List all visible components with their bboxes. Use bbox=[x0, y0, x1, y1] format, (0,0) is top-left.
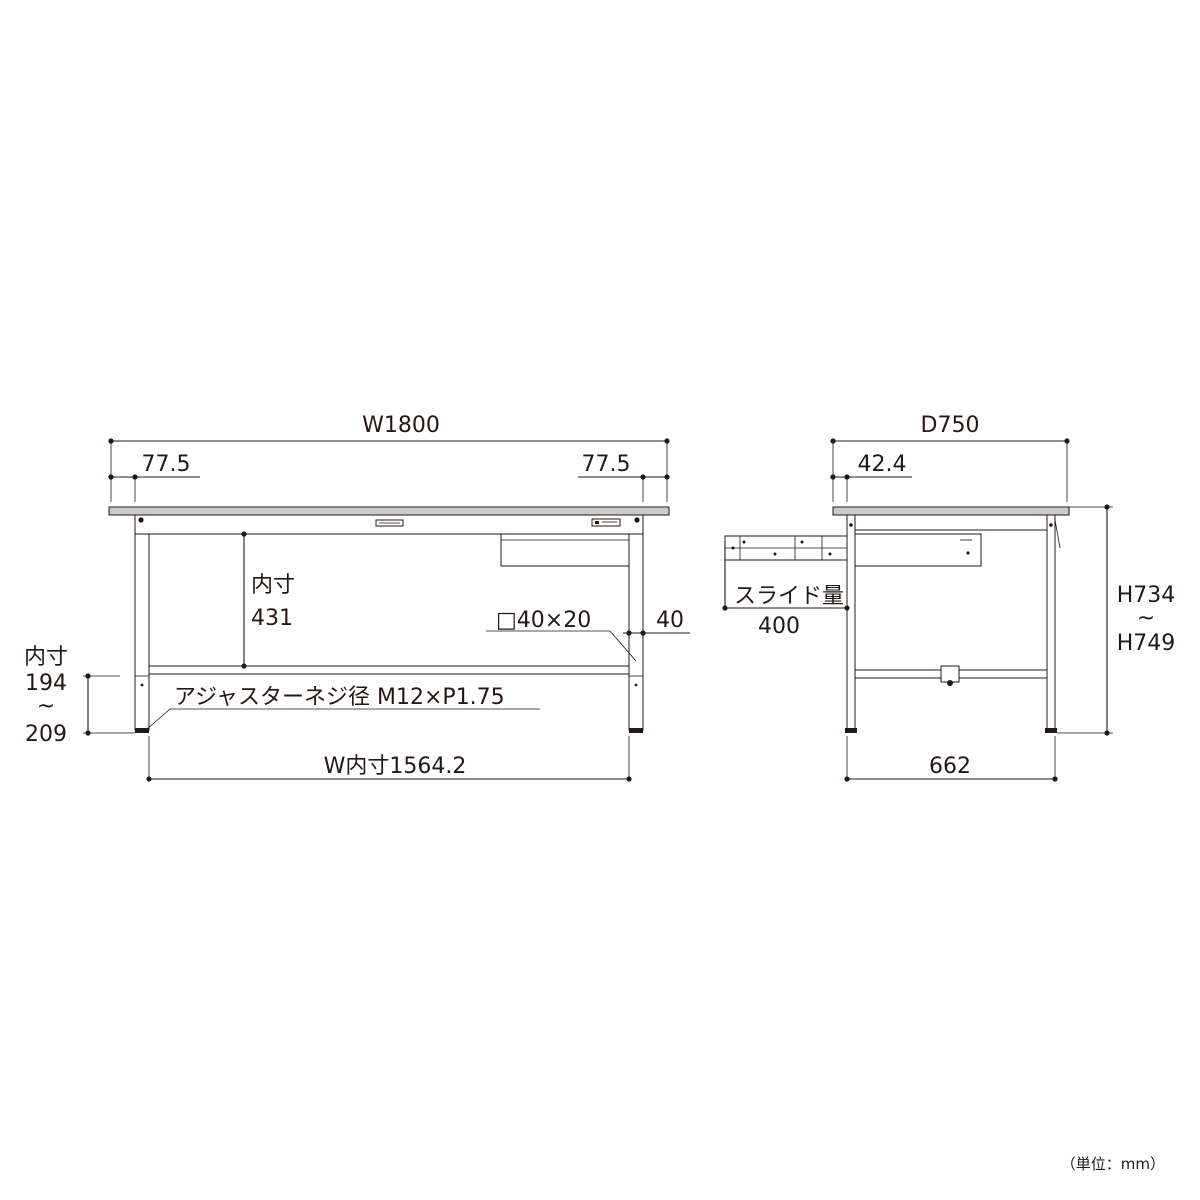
height-max-label: H749 bbox=[1117, 631, 1176, 656]
depth-dimension: D750 bbox=[830, 413, 1070, 502]
inner-height-value: 431 bbox=[251, 606, 293, 631]
depth-total-label: D750 bbox=[921, 413, 980, 438]
height-tilde: ~ bbox=[1137, 606, 1155, 631]
slide-dimension: スライド量 400 bbox=[722, 541, 850, 639]
logo-plate bbox=[375, 519, 404, 527]
side-leg-front bbox=[846, 514, 856, 731]
height-min-label: H734 bbox=[1117, 583, 1176, 608]
adjuster-foot-left bbox=[135, 728, 149, 733]
pipe-size-callout: □40×20 bbox=[486, 608, 637, 662]
side-drawer bbox=[854, 533, 982, 567]
adjuster-spec-callout: アジャスターネジ径 M12×P1.75 bbox=[145, 685, 540, 731]
inner-width-label: W内寸1564.2 bbox=[324, 754, 467, 779]
lower-beam bbox=[148, 665, 630, 675]
height-dimension: H734 ~ H749 bbox=[1057, 504, 1176, 736]
front-drawer bbox=[500, 533, 632, 567]
side-leg-offset-label: 42.4 bbox=[858, 452, 907, 477]
pipe-size-label: □40×20 bbox=[496, 608, 591, 633]
side-view: D750 42.4 bbox=[722, 413, 1175, 782]
front-view: W1800 77.5 77.5 bbox=[24, 413, 690, 782]
label-plate bbox=[591, 518, 621, 527]
side-leg-offset-dimension: 42.4 bbox=[830, 452, 912, 502]
beam-height-dimension: 40 bbox=[623, 608, 690, 636]
unit-note: （単位：mm） bbox=[1061, 1155, 1165, 1173]
side-foot-front bbox=[845, 728, 857, 733]
front-leg-left bbox=[134, 533, 150, 731]
leg-offset-right-label: 77.5 bbox=[582, 452, 631, 477]
leg-offset-left-dimension: 77.5 bbox=[108, 452, 200, 502]
side-foot-back bbox=[1045, 728, 1057, 733]
side-leg-back bbox=[1046, 514, 1056, 731]
inner-height-label: 内寸 bbox=[251, 573, 295, 598]
leg-span-label: 662 bbox=[929, 754, 971, 779]
slide-label: スライド量 bbox=[734, 584, 844, 609]
slide-rail bbox=[724, 535, 848, 561]
beam-height-label: 40 bbox=[656, 608, 684, 633]
width-total-label: W1800 bbox=[362, 413, 440, 438]
side-lower-bracket bbox=[940, 665, 960, 686]
width-dimension: W1800 bbox=[108, 413, 670, 502]
side-top-beam bbox=[854, 514, 1049, 531]
adjuster-clearance-label: 内寸 bbox=[24, 645, 68, 670]
leg-offset-left-label: 77.5 bbox=[142, 452, 191, 477]
leg-span-dimension: 662 bbox=[844, 736, 1058, 782]
adjuster-clearance-max: 209 bbox=[25, 722, 67, 747]
leg-offset-right-dimension: 77.5 bbox=[578, 452, 670, 502]
table-top bbox=[108, 506, 670, 516]
adjuster-clearance-dimension: 内寸 194 ~ 209 bbox=[24, 645, 135, 747]
adjuster-spec-label: アジャスターネジ径 M12×P1.75 bbox=[174, 685, 505, 710]
slide-value: 400 bbox=[758, 614, 800, 639]
side-table-top bbox=[832, 506, 1070, 516]
adjuster-clearance-tilde: ~ bbox=[37, 694, 55, 719]
inner-width-dimension: W内寸1564.2 bbox=[146, 736, 632, 782]
inner-height-dimension: 内寸 431 bbox=[241, 531, 295, 669]
adjuster-clearance-min: 194 bbox=[25, 671, 67, 696]
adjuster-foot-right bbox=[629, 728, 643, 733]
